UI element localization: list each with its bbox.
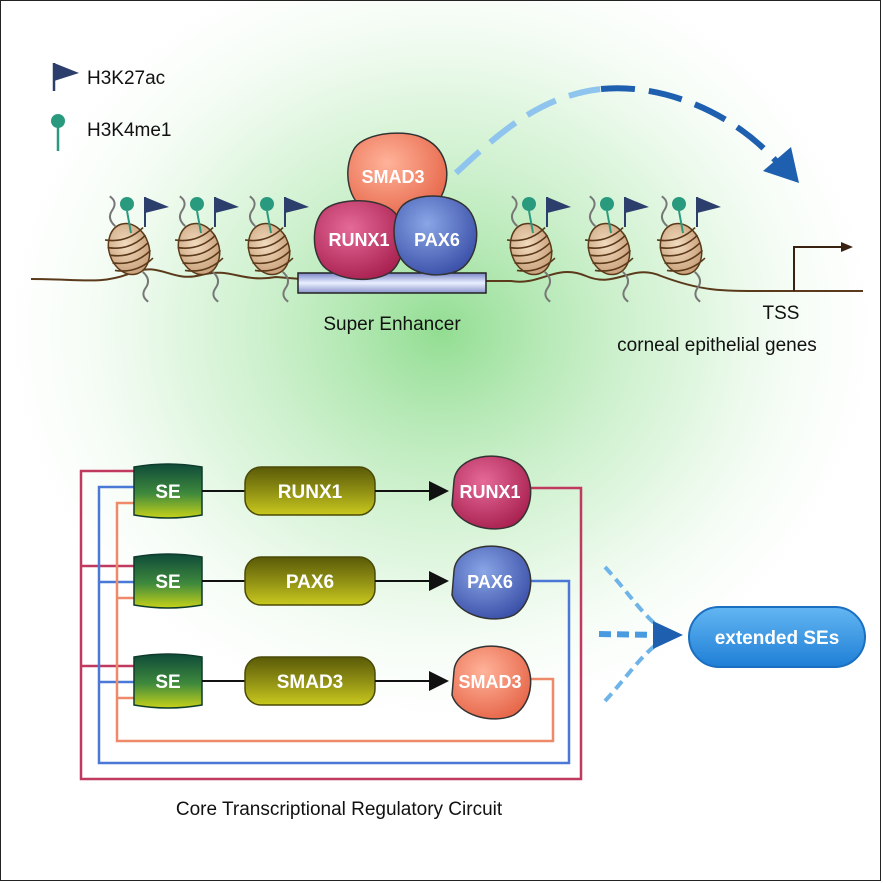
pin-icon <box>120 197 134 234</box>
flag-icon <box>144 197 169 227</box>
super-enhancer-bar <box>297 272 487 294</box>
gene-box: PAX6 <box>244 556 376 606</box>
legend-h3k27ac-label: H3K27ac <box>87 68 165 89</box>
dna-strand-left <box>30 268 302 282</box>
flag-icon <box>284 197 309 227</box>
gene-label: RUNX1 <box>278 482 343 503</box>
pin-icon <box>260 197 274 234</box>
pin-icon <box>600 197 614 234</box>
corneal-genes-label: corneal epithelial genes <box>617 335 817 356</box>
circuit-row: SE SMAD3 SMAD3 <box>133 645 532 720</box>
protein-blob: RUNX1 <box>451 455 532 530</box>
tss-arrow <box>793 242 853 291</box>
se-label: SE <box>155 672 180 693</box>
protein-label: RUNX1 <box>459 482 520 502</box>
protein-label: SMAD3 <box>458 672 521 692</box>
pin-icon <box>672 197 686 234</box>
se-label: SE <box>155 482 180 503</box>
flag-icon <box>546 197 571 227</box>
se-box: SE <box>133 463 203 519</box>
flag-icon <box>696 197 721 227</box>
tss-label: TSS <box>763 303 800 324</box>
flag-icon <box>624 197 649 227</box>
nucleosome <box>656 195 706 303</box>
extended-ses-button: extended SEs <box>688 606 866 668</box>
legend-h3k4me1-label: H3K4me1 <box>87 120 172 141</box>
feedback-loops <box>79 469 583 781</box>
se-box: SE <box>133 653 203 709</box>
pin-icon <box>190 197 204 234</box>
gene-label: PAX6 <box>286 572 334 593</box>
protein-blob: PAX6 <box>451 545 532 620</box>
se-box: SE <box>133 553 203 609</box>
nucleosome <box>244 195 294 303</box>
runx1-protein: RUNX1 <box>313 200 405 281</box>
pax6-feedback-line <box>97 485 571 765</box>
se-label: SE <box>155 572 180 593</box>
gene-box: SMAD3 <box>244 656 376 706</box>
activation-arrow <box>453 85 799 183</box>
pin-icon <box>51 114 65 151</box>
nucleosome <box>506 195 556 303</box>
smad3-feedback-line <box>115 501 555 743</box>
converging-arrows <box>598 565 683 703</box>
flag-icon <box>52 63 79 91</box>
smad3-protein-label: SMAD3 <box>361 167 424 187</box>
background-glow <box>1 1 880 751</box>
pin-icon <box>522 197 536 234</box>
gene-label: SMAD3 <box>277 672 344 693</box>
nucleosome <box>174 195 224 303</box>
nucleosome <box>104 195 154 303</box>
legend: H3K27ac H3K4me1 <box>51 63 172 151</box>
extended-ses-label: extended SEs <box>715 628 840 649</box>
protein-blob: SMAD3 <box>451 645 532 720</box>
runx1-protein-label: RUNX1 <box>328 230 389 250</box>
protein-label: PAX6 <box>467 572 513 592</box>
gene-box: RUNX1 <box>244 466 376 516</box>
circuit-caption: Core Transcriptional Regulatory Circuit <box>176 799 503 820</box>
runx1-feedback-line <box>79 469 583 781</box>
nucleosome-group <box>104 195 721 303</box>
super-enhancer-label: Super Enhancer <box>323 314 461 335</box>
pax6-protein-label: PAX6 <box>414 230 460 250</box>
circuit-row: SE PAX6 PAX6 <box>133 545 532 620</box>
nucleosome <box>584 195 634 303</box>
circuit-row: SE RUNX1 RUNX1 <box>133 455 532 530</box>
flag-icon <box>214 197 239 227</box>
pax6-protein: PAX6 <box>393 195 478 276</box>
